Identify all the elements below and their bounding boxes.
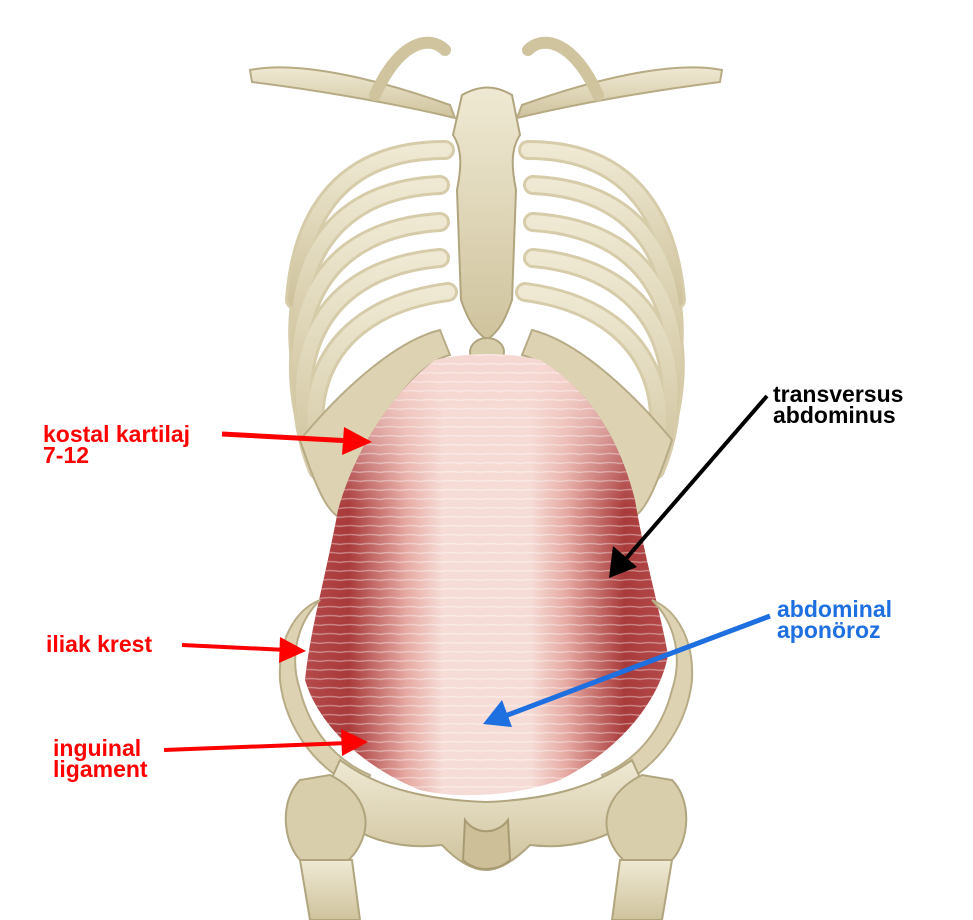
label-iliak-line1: iliak krest <box>46 634 152 655</box>
clavicle-left <box>250 67 455 118</box>
clavicle-right <box>517 67 722 118</box>
label-aponoroz-line2: aponöroz <box>777 620 892 641</box>
label-transversus-abdominus: transversus abdominus <box>773 384 903 426</box>
femur-right <box>612 860 672 920</box>
label-transversus-line2: abdominus <box>773 405 903 426</box>
sternum <box>453 88 520 341</box>
label-inguinal-ligament: inguinal ligament <box>53 738 148 780</box>
label-iliak-krest: iliak krest <box>46 634 152 655</box>
label-kostal-kartilaj: kostal kartilaj 7-12 <box>43 424 190 466</box>
label-inguinal-line2: ligament <box>53 759 148 780</box>
femur-left <box>300 860 360 920</box>
label-abdominal-aponoroz: abdominal aponöroz <box>777 599 892 641</box>
label-kostal-line2: 7-12 <box>43 445 190 466</box>
